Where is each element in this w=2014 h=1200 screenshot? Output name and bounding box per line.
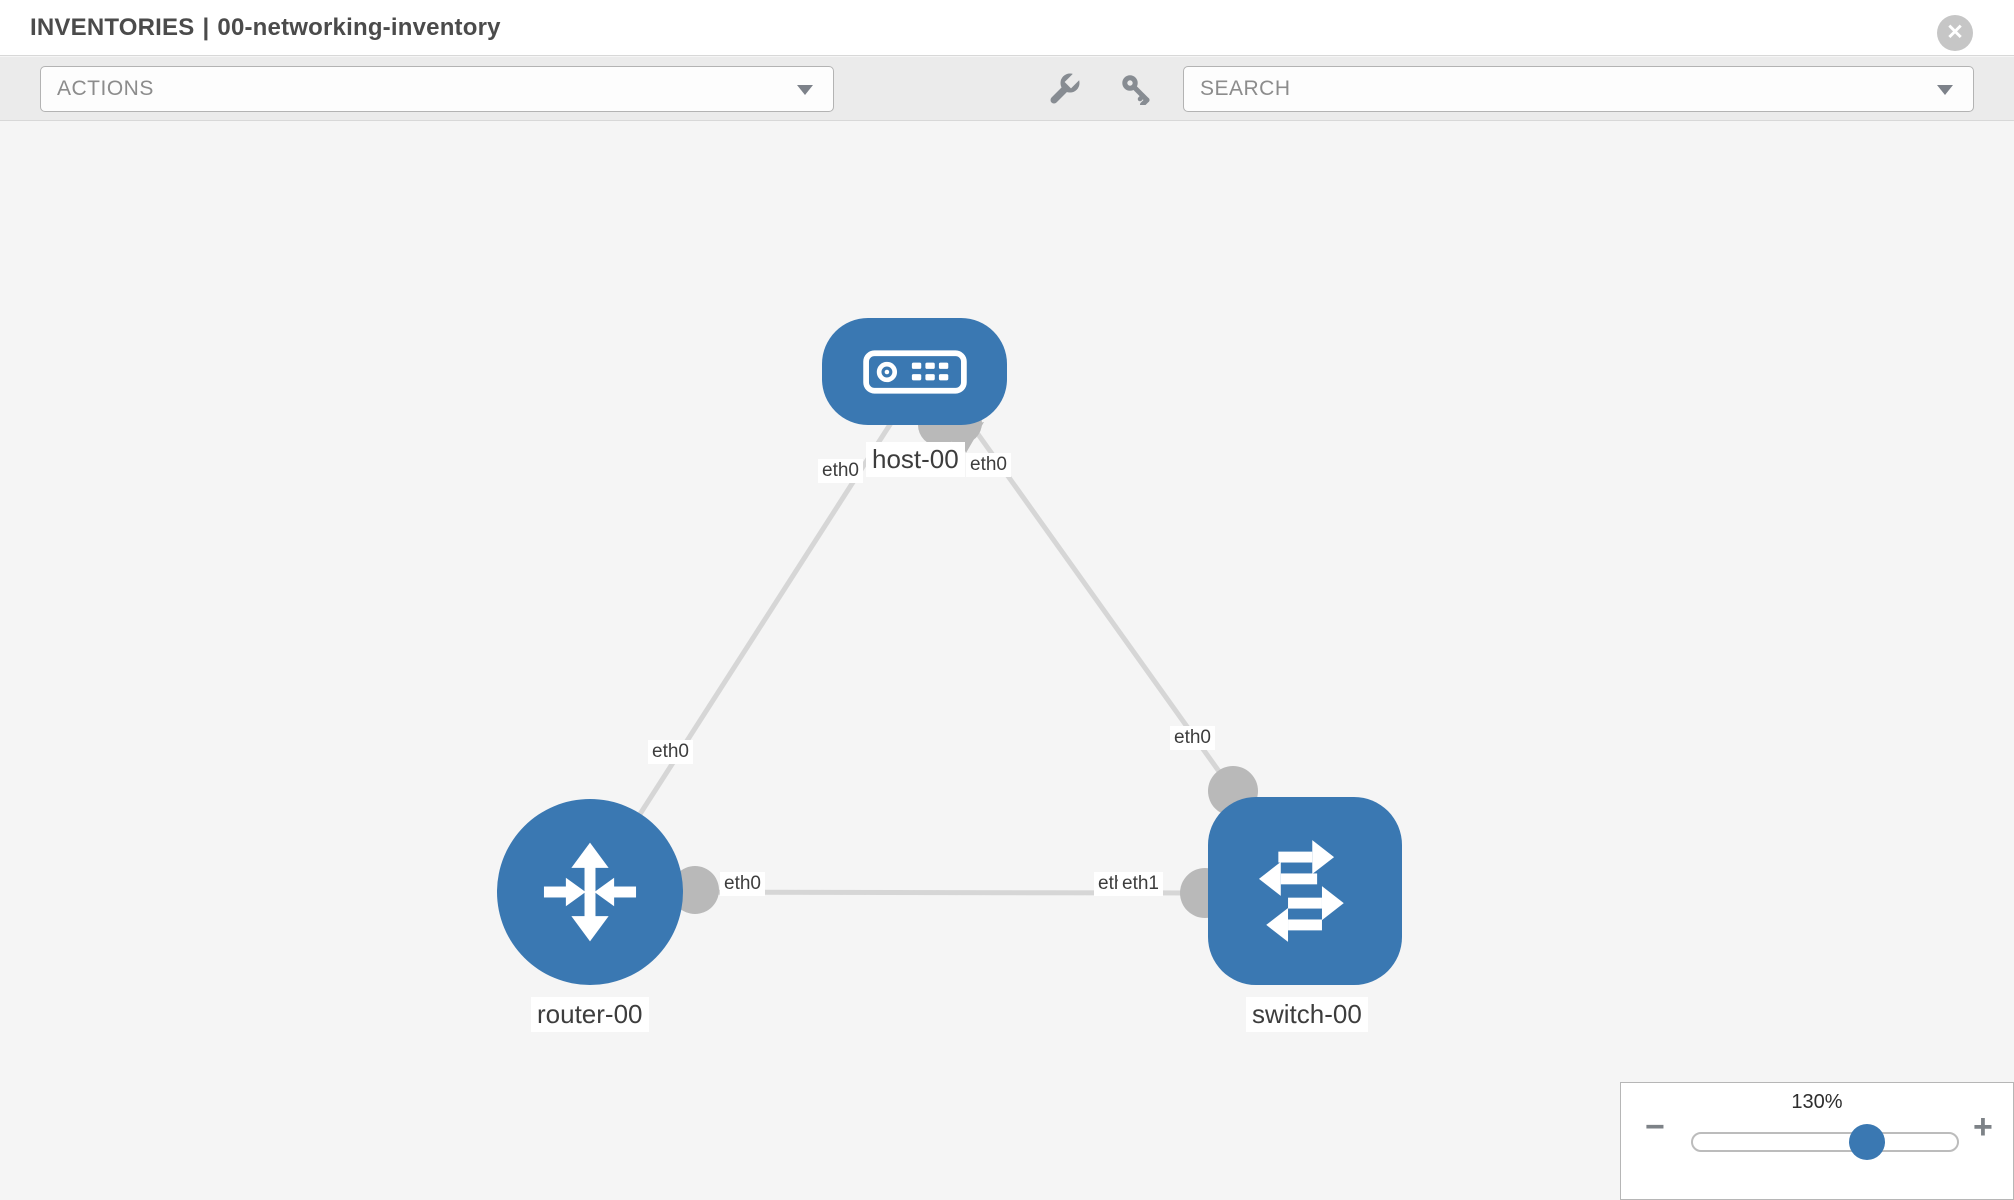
interface-pointer-host — [954, 422, 984, 453]
interface-label-host-left: eth0 — [818, 459, 863, 483]
router-icon — [543, 842, 637, 942]
chevron-down-icon — [1937, 85, 1953, 95]
wrench-icon[interactable] — [1048, 73, 1080, 105]
link-host-switch — [932, 372, 1236, 793]
node-label-switch: switch-00 — [1246, 997, 1368, 1032]
topology-canvas[interactable]: host-00 router-00 switch-00 eth0 eth0 et… — [0, 122, 2014, 1200]
node-switch-00[interactable] — [1208, 797, 1402, 985]
interface-label-switch-top: eth0 — [1170, 726, 1215, 750]
zoom-level-value: 130% — [1791, 1091, 1843, 1113]
toolbar: ACTIONS SEARCH — [0, 57, 2014, 121]
close-icon[interactable]: ✕ — [1937, 15, 1973, 51]
interface-label-router-top: eth0 — [648, 740, 693, 764]
search-dropdown[interactable]: SEARCH — [1183, 66, 1974, 112]
page-title: INVENTORIES | 00-networking-inventory — [30, 0, 501, 56]
interface-dot-router-right — [671, 866, 719, 914]
node-host-00[interactable] — [822, 318, 1007, 425]
switch-icon — [1258, 840, 1344, 942]
zoom-slider-thumb[interactable] — [1849, 1124, 1885, 1160]
node-label-router: router-00 — [531, 997, 649, 1032]
plus-icon[interactable]: + — [1973, 1108, 1993, 1146]
host-icon — [862, 349, 967, 394]
search-placeholder: SEARCH — [1200, 77, 1291, 100]
inventory-name: 00-networking-inventory — [217, 14, 501, 41]
interface-label-host-right: eth0 — [966, 453, 1011, 477]
topology-links-layer — [587, 368, 1258, 918]
minus-icon[interactable]: − — [1645, 1108, 1665, 1146]
node-router-00[interactable] — [497, 799, 683, 985]
interface-label-switch-left-eth1: eth1 — [1118, 872, 1163, 896]
key-icon[interactable] — [1120, 73, 1152, 105]
panel-header: INVENTORIES | 00-networking-inventory ✕ — [0, 0, 2014, 56]
breadcrumb-section: INVENTORIES — [30, 14, 195, 41]
zoom-slider-track[interactable] — [1691, 1132, 1959, 1152]
actions-dropdown[interactable]: ACTIONS — [40, 66, 834, 112]
zoom-control-panel: 130% − + — [1620, 1082, 2014, 1200]
interface-label-router-right: eth0 — [720, 872, 765, 896]
node-label-host: host-00 — [866, 442, 965, 477]
actions-dropdown-label: ACTIONS — [57, 77, 154, 100]
breadcrumb-separator: | — [202, 14, 210, 41]
chevron-down-icon — [797, 85, 813, 95]
